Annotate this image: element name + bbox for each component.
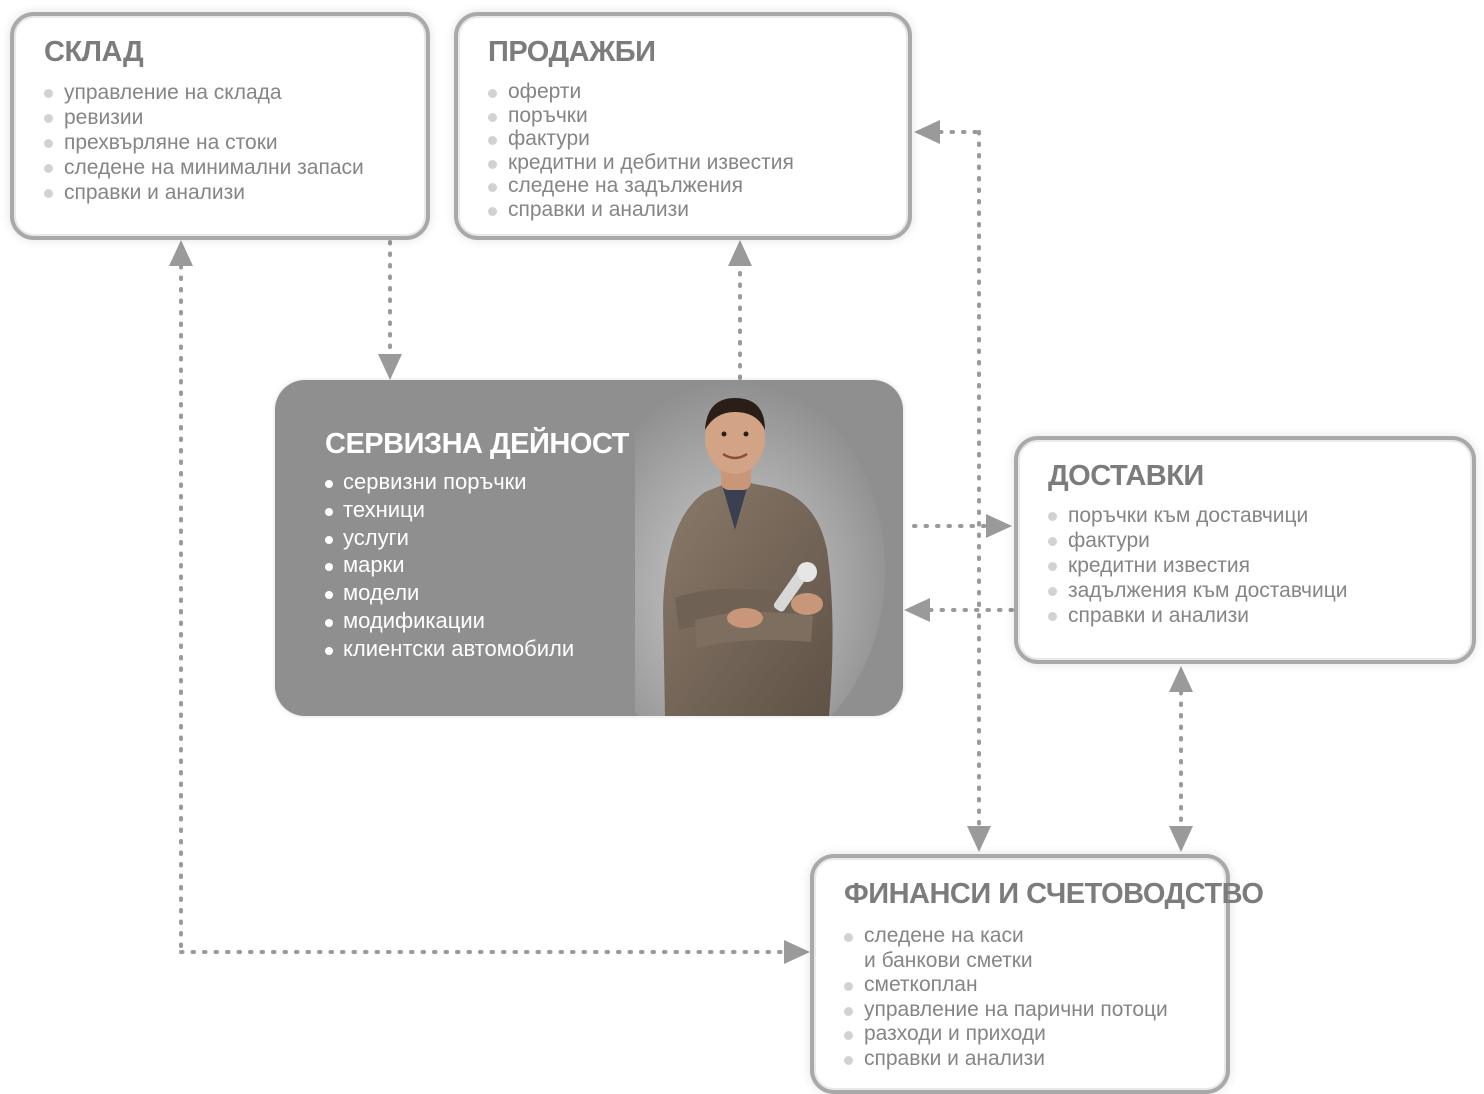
mechanic-photo [635, 380, 885, 716]
list-item: поръчки [488, 104, 794, 128]
list-item: марки [325, 551, 574, 579]
bullet-icon [1048, 537, 1057, 546]
bullet-icon [44, 139, 53, 148]
bullet-icon [488, 89, 497, 98]
module-servis: СЕРВИЗНА ДЕЙНОСТ сервизни поръчки техниц… [275, 380, 903, 716]
bullet-icon [488, 183, 497, 192]
list-item: справки и анализи [844, 1047, 1168, 1072]
bullet-icon [1048, 612, 1057, 621]
bullet-icon [844, 1055, 853, 1065]
bullet-icon [44, 189, 53, 198]
arrow-left-to-prodajbi [914, 120, 940, 144]
list-item: следене на минимални запаси [44, 155, 364, 180]
list-item: прехвърляне на стоки [44, 130, 364, 155]
bullet-icon [1048, 562, 1057, 571]
bullet-icon [844, 1031, 853, 1041]
list-item: техници [325, 496, 574, 524]
feature-list: сервизни поръчки техници услуги марки мо… [325, 468, 574, 663]
list-item: клиентски автомобили [325, 635, 574, 663]
list-item: управление на склада [44, 80, 364, 105]
module-finansi: ФИНАНСИ И СЧЕТОВОДСТВО следене на каси и… [810, 854, 1264, 1094]
bullet-icon [325, 591, 333, 600]
bullet-icon [1048, 512, 1057, 521]
bullet-icon [488, 112, 497, 122]
list-item: кредитни известия [1048, 553, 1347, 578]
list-item: сервизни поръчки [325, 468, 574, 496]
list-item: оферти [488, 80, 794, 104]
list-item: кредитни и дебитни известия [488, 151, 794, 175]
module-title: СЕРВИЗНА ДЕЙНОСТ [325, 428, 629, 460]
list-item: модификации [325, 607, 574, 635]
bullet-icon [844, 982, 853, 992]
arrow-up-to-dostavki [1169, 666, 1193, 692]
arrow-up-to-prodajbi [728, 240, 752, 266]
bullet-icon [325, 480, 333, 488]
feature-list: следене на каси и банкови сметки сметкоп… [844, 924, 1168, 1072]
module-prodajbi: ПРОДАЖБИ оферти поръчки фактури кредитни… [454, 12, 912, 240]
bullet-icon [325, 618, 333, 627]
list-item: поръчки към доставчици [1048, 503, 1347, 528]
bullet-icon [844, 1006, 853, 1016]
bullet-icon [325, 535, 333, 544]
bullet-icon [488, 136, 497, 145]
feature-list: поръчки към доставчици фактури кредитни … [1048, 503, 1347, 628]
list-item: справки и анализи [44, 180, 364, 205]
bullet-icon [844, 933, 853, 942]
bullet-icon [325, 646, 333, 655]
arrow-down-to-finansi-2 [1169, 826, 1193, 852]
bullet-icon [325, 563, 333, 572]
module-title: ПРОДАЖБИ [488, 36, 656, 68]
feature-list: управление на склада ревизии прехвърляне… [44, 80, 364, 205]
arrow-right-to-dostavki [986, 514, 1012, 538]
bullet-icon [44, 89, 53, 98]
bullet-icon [44, 164, 53, 173]
bullet-icon [325, 507, 333, 516]
list-item: модели [325, 579, 574, 607]
bullet-icon [1048, 587, 1057, 596]
list-item: фактури [488, 127, 794, 151]
list-item: справки и анализи [1048, 603, 1347, 628]
list-item: и банкови сметки [864, 948, 1033, 972]
module-title: СКЛАД [44, 36, 144, 68]
list-item: услуги [325, 524, 574, 552]
module-title: ФИНАНСИ И СЧЕТОВОДСТВО [844, 878, 1264, 910]
arrow-up-to-sklad [169, 240, 193, 266]
module-sklad: СКЛАД управление на склада ревизии прехв… [10, 12, 430, 240]
arrow-right-to-finansi [784, 940, 810, 964]
bullet-icon [488, 206, 497, 216]
list-item: следене на задължения [488, 174, 794, 198]
list-item: справки и анализи [488, 198, 794, 222]
feature-list: оферти поръчки фактури кредитни и дебитн… [488, 80, 794, 221]
list-item: разходи и приходи [844, 1022, 1168, 1047]
arrow-left-to-servis [904, 598, 930, 622]
arrow-down-to-finansi [967, 826, 991, 852]
list-item: фактури [1048, 528, 1347, 553]
list-item: задължения към доставчици [1048, 578, 1347, 603]
list-item: ревизии [44, 105, 364, 130]
list-item: управление на парични потоци [844, 998, 1168, 1023]
list-item: сметкоплан [844, 973, 1168, 998]
list-item: следене на каси [844, 924, 1168, 949]
module-dostavki: ДОСТАВКИ поръчки към доставчици фактури … [1014, 436, 1476, 664]
bullet-icon [488, 159, 497, 169]
bullet-icon [44, 114, 53, 123]
module-title: ДОСТАВКИ [1048, 460, 1204, 492]
arrow-down-to-servis [378, 354, 402, 380]
